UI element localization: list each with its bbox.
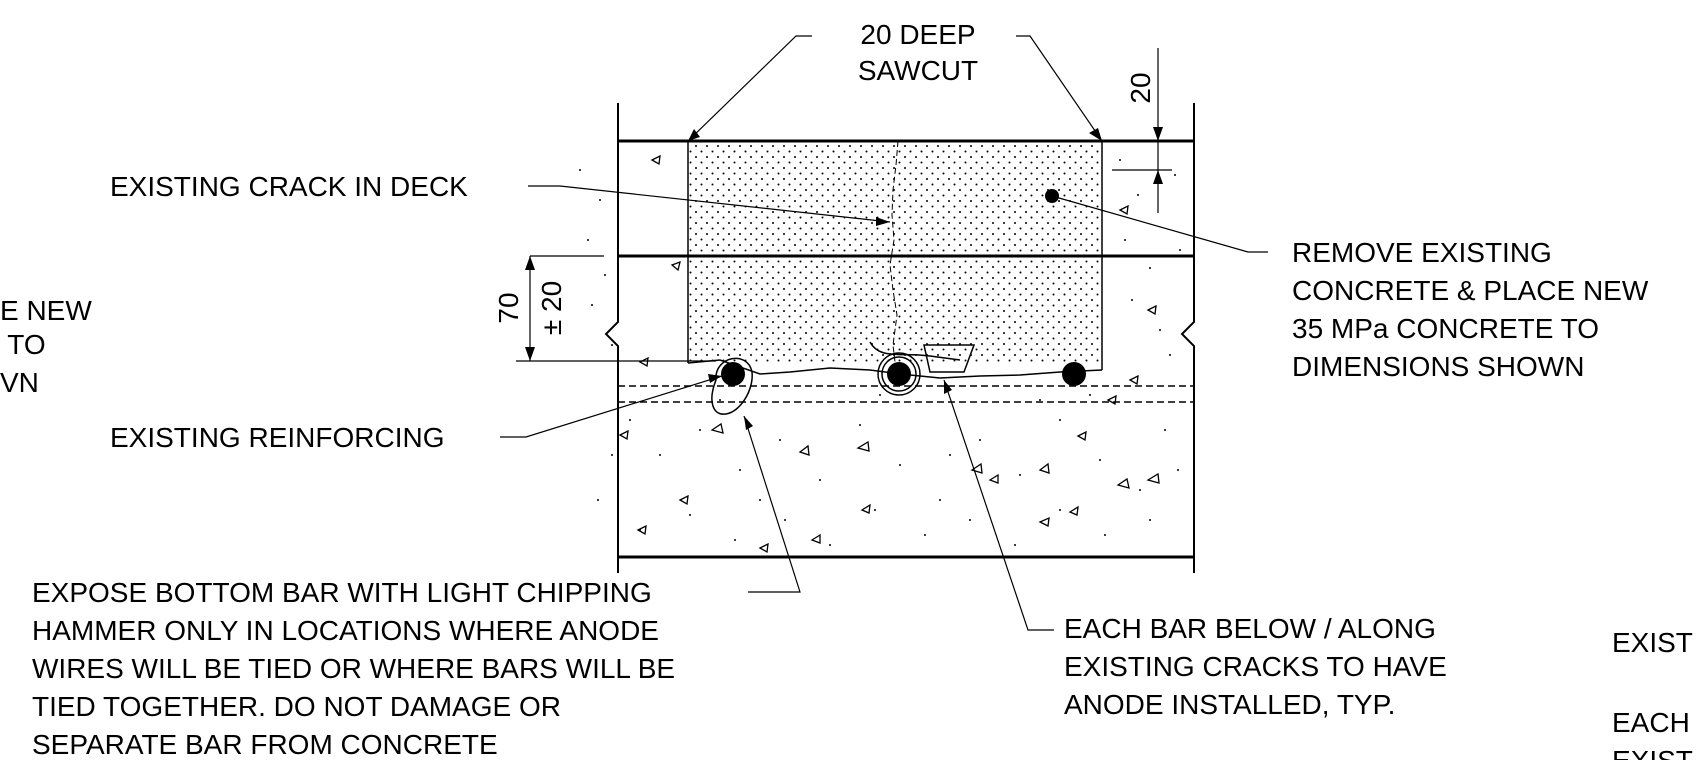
crack-callout: EXISTING CRACK IN DECK [110,171,468,202]
svg-text:EACH BAR BELOW / ALONG: EACH BAR BELOW / ALONG [1064,613,1436,644]
remove-existing-callout: REMOVE EXISTING CONCRETE & PLACE NEW 35 … [1292,237,1649,382]
svg-text:SEPARATE BAR FROM CONCRETE: SEPARATE BAR FROM CONCRETE [32,729,498,760]
svg-text:EXISTING CRACKS TO HAVE: EXISTING CRACKS TO HAVE [1064,651,1447,682]
dim-tolerance-label: ± 20 [536,281,567,335]
reinforcing-bars [711,341,1086,415]
sawcut-callout: 20 DEEP SAWCUT [858,19,978,86]
leader-lines [500,35,1268,631]
right-cut-callout: EXIST EACH EXIST [1612,627,1693,760]
svg-text:35 MPa CONCRETE TO: 35 MPa CONCRETE TO [1292,313,1599,344]
svg-text:EXIST: EXIST [1612,627,1693,658]
dim-top-20: 20 [1112,48,1172,213]
dim-top-20-label: 20 [1125,72,1156,103]
leader-arrowheads [688,128,1102,430]
rebar-right [1062,362,1086,386]
aggregate-dots [579,159,1181,546]
svg-text:E NEW: E NEW [0,295,92,326]
svg-text:VN: VN [0,367,39,398]
svg-text:EXPOSE BOTTOM BAR WITH LIGHT C: EXPOSE BOTTOM BAR WITH LIGHT CHIPPING [32,577,652,608]
svg-text:REMOVE EXISTING: REMOVE EXISTING [1292,237,1552,268]
svg-text:ANODE INSTALLED, TYP.: ANODE INSTALLED, TYP. [1064,689,1395,720]
sawcut-line-1: 20 DEEP [860,19,975,50]
aggregate-triangles [618,154,1160,554]
rebar-left [721,362,745,386]
svg-text:TO: TO [0,329,46,360]
anode-callout: EACH BAR BELOW / ALONG EXISTING CRACKS T… [1064,613,1447,720]
slab-outline [604,103,1195,573]
rebar-center [887,362,911,386]
svg-text:EXIST: EXIST [1612,745,1693,760]
svg-text:TIED TOGETHER. DO NOT DAMAGE O: TIED TOGETHER. DO NOT DAMAGE OR [32,691,561,722]
dim-depth-label: 70 [493,292,524,323]
dim-depth: 70 ± 20 [493,255,716,362]
svg-text:CONCRETE & PLACE NEW: CONCRETE & PLACE NEW [1292,275,1649,306]
anode-unit-icon [923,344,976,373]
expose-bar-callout: EXPOSE BOTTOM BAR WITH LIGHT CHIPPING HA… [32,577,675,760]
sawcut-line-2: SAWCUT [858,55,978,86]
svg-text:EACH: EACH [1612,707,1690,738]
svg-text:WIRES WILL BE TIED OR WHERE BA: WIRES WILL BE TIED OR WHERE BARS WILL BE [32,653,675,684]
left-cut-callout: E NEW TO VN [0,295,92,398]
reinforcing-callout: EXISTING REINFORCING [110,422,444,453]
svg-text:HAMMER ONLY IN LOCATIONS WHERE: HAMMER ONLY IN LOCATIONS WHERE ANODE [32,615,659,646]
svg-text:DIMENSIONS SHOWN: DIMENSIONS SHOWN [1292,351,1584,382]
existing-concrete-slab [579,154,1181,554]
new-concrete-zone [688,141,1102,363]
